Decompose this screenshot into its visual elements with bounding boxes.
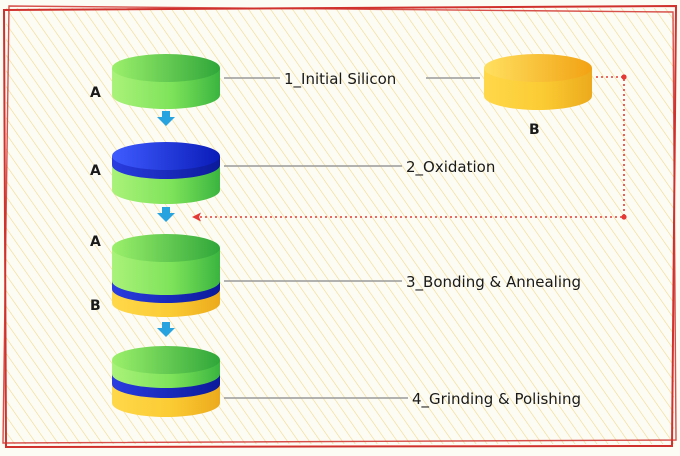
down-arrow-icon [157,111,175,126]
wafer-a-initial [112,54,220,109]
wafer-a-label: A [90,85,101,101]
down-arrow-icon [157,322,175,337]
wafer-bonded-stack [112,234,220,317]
step-4-label: 4_Grinding & Polishing [412,390,581,409]
wafer-b-initial [484,54,592,110]
wafer-a-oxidized [112,142,220,204]
wafer-a-label: A [90,234,101,250]
sketch-frame [2,4,678,449]
dotted-transfer-arrow-icon [192,74,627,222]
step-3-label: 3_Bonding & Annealing [406,273,581,292]
step-1-label: 1_Initial Silicon [284,70,396,89]
step-2-label: 2_Oxidation [406,158,495,177]
wafer-thinned-stack [112,346,220,417]
wafer-a-label: A [90,163,101,179]
wafer-b-label: B [529,122,540,138]
wafer-b-label: B [90,298,101,314]
leader-lines [224,77,480,399]
down-arrow-icon [157,207,175,222]
